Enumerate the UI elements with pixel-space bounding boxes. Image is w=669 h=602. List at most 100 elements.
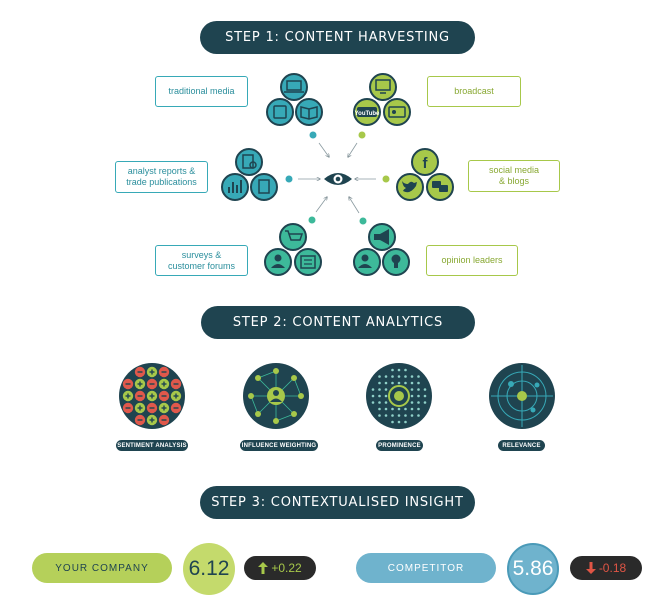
step3-title: STEP 3: CONTEXTUALISED INSIGHT (200, 486, 475, 519)
prominence-dot (410, 381, 414, 385)
prominence-dot (410, 394, 414, 398)
prominence-dot (391, 381, 394, 385)
prominence-dot (371, 401, 375, 404)
sentiment-analysis-icon (119, 363, 185, 429)
tablet-icon (266, 98, 294, 126)
competitor-delta-value: -0.18 (598, 561, 627, 575)
social-media-line2: & blogs (498, 176, 530, 186)
influence-weighting-icon (243, 363, 309, 429)
broadcast-label: broadcast (427, 76, 521, 107)
prominence-dot (397, 375, 401, 378)
prominence-dot (423, 388, 427, 391)
social-media-line1: social media (488, 165, 540, 175)
your-company-score: 6.12 (183, 543, 235, 595)
prominence-dot (391, 420, 394, 424)
prominence-dot (423, 394, 427, 398)
analyst-reports-icons (221, 148, 278, 201)
arrow-up-icon (258, 562, 269, 574)
prominence-dot (404, 381, 407, 385)
prominence-dot (384, 388, 388, 391)
prominence-dot (410, 401, 414, 404)
document-search-icon (235, 148, 263, 176)
prominence-dot (417, 414, 420, 417)
prominence-dot (391, 375, 394, 378)
prominence-dot (391, 414, 394, 417)
prominence-dot (417, 407, 420, 411)
your-company-delta-value: +0.22 (271, 561, 302, 575)
prominence-dot (417, 388, 420, 391)
prominence-dot (410, 388, 414, 391)
relevance-label: RELEVANCE (498, 440, 545, 451)
prominence-dot (404, 368, 407, 372)
analytics-icons (119, 363, 555, 429)
survey-form-icon (294, 248, 322, 276)
sentiment-analysis-label: SENTIMENT ANALYSIS (116, 440, 188, 451)
prominence-dot (404, 407, 407, 411)
your-company-pill: YOUR COMPANY (32, 553, 172, 583)
prominence-dot (371, 394, 375, 398)
competitor-score: 5.86 (507, 543, 559, 595)
speaker-person-icon (353, 248, 381, 276)
connector-dot (382, 175, 390, 183)
prominence-dot (371, 388, 375, 391)
prominence-dot (417, 375, 420, 378)
prominence-dot (378, 381, 381, 385)
connector-dot (358, 131, 366, 139)
connector-lines (298, 142, 376, 214)
prominence-dot (378, 401, 381, 404)
svg-text:f: f (423, 155, 429, 172)
prominence-dot (391, 368, 394, 372)
analyst-reports-line1: analyst reports & (127, 166, 196, 176)
monitor-icon (369, 73, 397, 101)
facebook-icon (411, 148, 439, 176)
prominence-dot (384, 394, 388, 398)
prominence-dot (397, 420, 401, 424)
prominence-dot (417, 394, 420, 398)
prominence-dot (417, 381, 420, 385)
prominence-icon (366, 363, 432, 429)
traditional-media-label: traditional media (155, 76, 248, 107)
prominence-dot (384, 401, 388, 404)
prominence-dot (397, 381, 401, 385)
traditional-media-icons (266, 73, 323, 126)
prominence-dot (384, 414, 388, 417)
person-icon (264, 248, 292, 276)
pages-icon (250, 173, 278, 201)
prominence-dot (378, 414, 381, 417)
social-media-icons: f (396, 148, 454, 201)
prominence-dot (384, 407, 388, 411)
connector-dot (285, 175, 293, 183)
connector-dot (359, 217, 367, 225)
prominence-dot (378, 375, 381, 378)
connector-dot (309, 131, 317, 139)
prominence-dot (384, 381, 388, 385)
radio-icon (383, 98, 411, 126)
competitor-pill: COMPETITOR (356, 553, 496, 583)
bar-chart-icon (221, 173, 249, 201)
harvesting-diagram: YouTube f (221, 73, 454, 276)
prominence-dot (378, 407, 381, 411)
eye-icon (324, 173, 352, 185)
competitor-delta: -0.18 (570, 556, 642, 580)
step2-title: STEP 2: CONTENT ANALYTICS (201, 306, 475, 339)
youtube-text: YouTube (355, 111, 380, 117)
relevance-icon (489, 363, 555, 429)
prominence-dot (397, 407, 401, 411)
analyst-reports-line2: trade publications (126, 177, 197, 187)
prominence-label: PROMINENCE (376, 440, 423, 451)
social-media-label: social media & blogs (468, 160, 560, 192)
prominence-dot (404, 420, 407, 424)
cart-icon (279, 223, 307, 251)
prominence-dot (410, 407, 414, 411)
prominence-dot (397, 368, 401, 372)
opinion-leaders-icons (353, 223, 410, 276)
analyst-reports-label: analyst reports & trade publications (115, 161, 208, 193)
prominence-dot (378, 394, 381, 398)
prominence-dot (391, 407, 394, 411)
prominence-dot (417, 401, 420, 404)
influence-weighting-label: INFLUENCE WEIGHTING (240, 440, 318, 451)
surveys-line1: surveys & (181, 249, 222, 260)
arrow-down-icon (585, 562, 596, 574)
prominence-dot (378, 388, 381, 391)
surveys-line2: customer forums (167, 260, 236, 271)
